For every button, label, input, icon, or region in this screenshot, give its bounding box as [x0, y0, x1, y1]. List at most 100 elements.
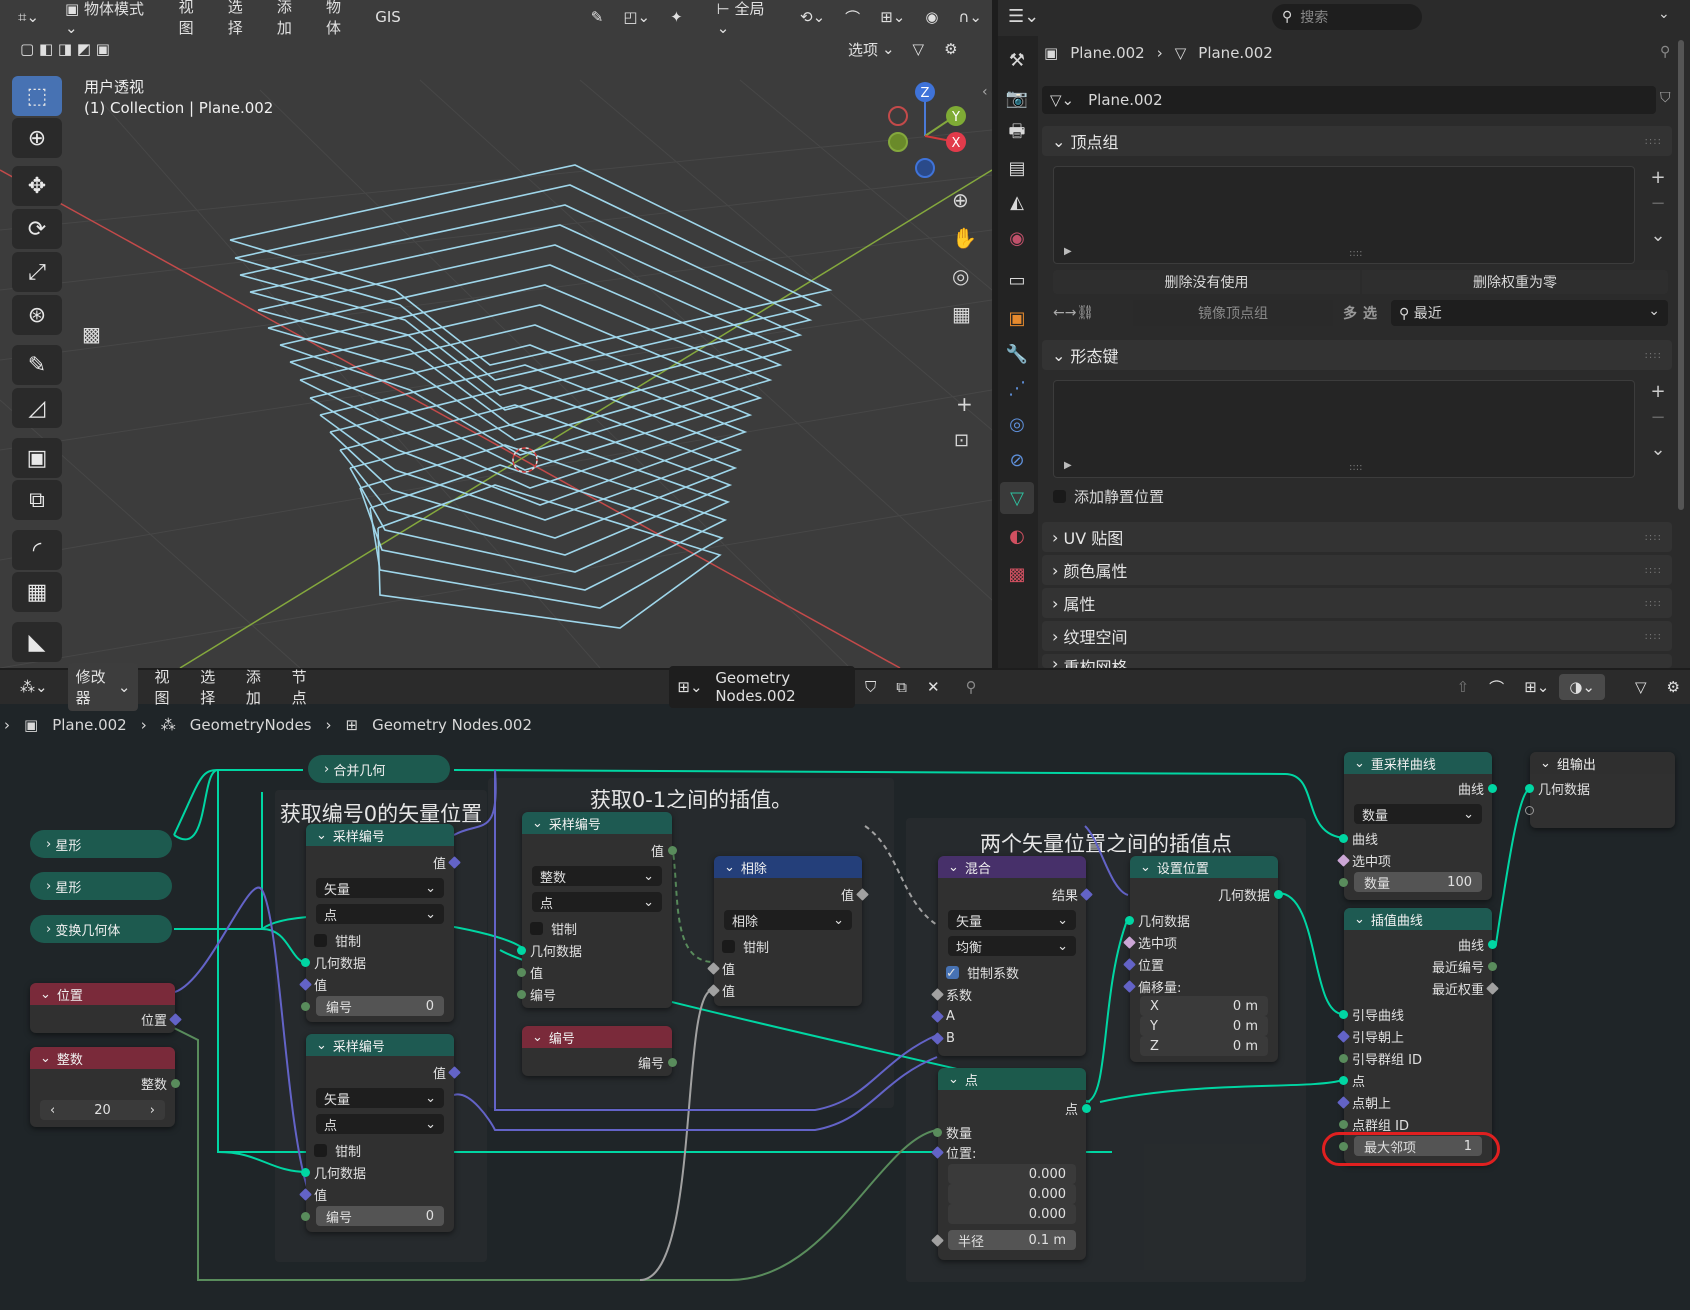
object-tab-icon[interactable]: ▣ [1008, 307, 1026, 329]
math-divide-node[interactable]: ⌄ 相除 值 相除⌄ 钳制 值 值 [707, 856, 869, 1006]
position-x-field[interactable]: 0.000 [948, 1164, 1076, 1184]
menu-select[interactable]: 选择 [200, 668, 216, 707]
cursor-tool[interactable]: ⊕ [12, 118, 62, 158]
vertex-group-menu-icon[interactable]: ⌄ [1650, 224, 1666, 246]
falloff-icon[interactable]: ∩⌄ [958, 8, 982, 26]
vertex-groups-panel-header[interactable]: ⌄ 顶点组:::: [1042, 126, 1672, 156]
integer-value-field[interactable]: ‹20› [40, 1100, 165, 1120]
delete-zero-weight-button[interactable]: 删除权重为零 [1362, 270, 1668, 294]
modifier-wrench-icon[interactable]: 🔧 [1005, 343, 1029, 365]
operation-dropdown[interactable]: 相除⌄ [724, 910, 852, 930]
menu-select[interactable]: 选择 [227, 0, 243, 37]
attributes-panel-header[interactable]: › 属性:::: [1042, 588, 1672, 618]
data-type-dropdown[interactable]: 整数⌄ [532, 866, 662, 886]
clamp-factor-checkbox[interactable]: ✓钳制系数 [946, 965, 1020, 982]
editor-type-icon[interactable]: ⌗⌄ [18, 8, 40, 26]
multi-toggle[interactable]: 多 [1343, 306, 1357, 322]
uv-maps-panel-header[interactable]: › UV 贴图:::: [1042, 522, 1672, 552]
editor-type-icon[interactable]: ⁂⌄ [20, 678, 48, 696]
remove-vertex-group-icon[interactable]: − [1650, 192, 1666, 214]
mirror-vertex-group[interactable]: 镜像顶点组 [1133, 300, 1333, 326]
pivot-icon[interactable]: ✦ [670, 8, 683, 26]
perspective-grid-icon[interactable]: ▦ [952, 302, 971, 326]
pivot-point-icon[interactable]: ⟲⌄ [800, 8, 826, 26]
menu-node[interactable]: 节点 [291, 668, 307, 707]
join-geometry-node[interactable]: › 合并几何 [308, 755, 450, 783]
clamp-checkbox[interactable]: 钳制 [314, 930, 446, 950]
domain-dropdown[interactable]: 点⌄ [532, 892, 662, 912]
image-tool[interactable]: ▦ [12, 572, 62, 612]
collapse-arrow-icon[interactable]: ‹ [982, 84, 988, 100]
properties-scrollbar[interactable] [1678, 40, 1684, 510]
texture-tab-icon[interactable]: ▩ [1008, 563, 1026, 585]
world-tab-icon[interactable]: ◉ [1009, 227, 1025, 249]
transform-tool[interactable]: ⊛ [12, 295, 62, 335]
star-node-2[interactable]: › 星形 [30, 872, 172, 900]
scene-tab-icon[interactable]: ◭ [1010, 191, 1024, 213]
snap-icon[interactable]: ◰⌄ [623, 8, 651, 26]
shape-key-menu-icon[interactable]: ⌄ [1650, 438, 1666, 460]
add-cube-tool[interactable]: ▣ [12, 438, 62, 478]
clamp-checkbox[interactable]: 钳制 [722, 936, 854, 956]
add-rest-position-checkbox[interactable]: 添加静置位置 [1053, 486, 1164, 507]
resample-mode-dropdown[interactable]: 数量⌄ [1354, 804, 1482, 824]
star-node-1[interactable]: › 星形 [30, 830, 172, 858]
snap-grid-icon[interactable]: ⊞⌄ [1524, 678, 1550, 696]
orientation-dropdown[interactable]: ⊢ 全局 ⌄ [716, 0, 765, 37]
scale-tool[interactable]: ⤢ [12, 252, 62, 292]
measure-tool[interactable]: ◿ [12, 388, 62, 428]
domain-dropdown[interactable]: 点⌄ [316, 1114, 444, 1134]
overlay-icon[interactable]: ◑⌄ [1559, 674, 1605, 700]
pin-icon[interactable]: ⚲ [965, 678, 977, 696]
search-field[interactable]: ⚲ 搜索 [1272, 4, 1422, 30]
proportional-edit-icon[interactable]: ◉ [925, 8, 939, 26]
texture-space-panel-header[interactable]: › 纹理空间:::: [1042, 621, 1672, 651]
position-node[interactable]: ⌄ 位置 位置 [30, 983, 182, 1033]
data-tab-icon[interactable]: ▽ [1000, 482, 1034, 514]
remesh-panel-header[interactable]: › 重构网格 [1042, 654, 1672, 668]
arrow-left-right-icon[interactable]: ←→⛓ [1053, 305, 1095, 321]
gear-icon[interactable]: ⚙ [944, 40, 958, 58]
add-vertex-group-icon[interactable]: + [1650, 166, 1666, 188]
color-attributes-panel-header[interactable]: › 颜色属性:::: [1042, 555, 1672, 585]
data-type-dropdown[interactable]: 矢量⌄ [948, 910, 1076, 930]
fake-user-shield-icon[interactable]: ⛉ [865, 678, 877, 696]
node-group-selector[interactable]: ⊞⌄ Geometry Nodes.002 [669, 666, 856, 708]
filter-icon[interactable]: ▽ [1635, 678, 1647, 696]
editor-type-icon[interactable]: ☰⌄ [1008, 6, 1040, 27]
mesh-data-icon[interactable]: ▽⌄ [1050, 91, 1075, 109]
duplicate-icon[interactable]: ⧉ [896, 678, 908, 696]
navigation-gizmo[interactable]: Z Y X [870, 76, 970, 186]
select-mode-icons[interactable]: ▢ ◧ ◨ ◩ ▣ [20, 40, 110, 58]
sample-index-node-3[interactable]: ⌄ 采样编号 值 整数⌄ 点⌄ 钳制 几何数据 值 编号 [517, 812, 677, 1008]
recent-dropdown[interactable]: ⚲ 最近⌄ [1391, 300, 1668, 326]
remove-shape-key-icon[interactable]: − [1650, 406, 1666, 428]
snapping-icon[interactable]: ⌒ [845, 8, 861, 27]
clamp-checkbox[interactable]: 钳制 [314, 1140, 446, 1160]
pin-icon[interactable]: ⚲ [1660, 44, 1671, 60]
annotate-tool[interactable]: ✎ [12, 345, 62, 385]
filter-icon[interactable]: ▽ [912, 40, 925, 58]
frame-selected-icon[interactable]: ⊡ [954, 430, 970, 451]
parent-node-tree-icon[interactable]: ⇧ [1456, 678, 1470, 696]
editor-subtype-dropdown[interactable]: 修改器 ⌄ [67, 663, 139, 711]
domain-dropdown[interactable]: 点⌄ [316, 904, 444, 924]
mesh-name-field[interactable]: ▽⌄ Plane.002 [1042, 86, 1656, 114]
data-type-dropdown[interactable]: 矢量⌄ [316, 1088, 444, 1108]
options-dropdown[interactable]: 选项 ⌄ [847, 40, 895, 59]
checker-icon[interactable]: ▩ [82, 322, 101, 346]
transform-geometry-node[interactable]: › 变换几何体 [30, 915, 172, 943]
constraints-tab-icon[interactable]: ⊘ [1009, 449, 1025, 471]
menu-object[interactable]: 物体 [326, 0, 342, 37]
select-box-tool[interactable]: ⬚ [12, 76, 62, 116]
index-node[interactable]: ⌄ 编号 编号 [522, 1026, 677, 1076]
position-z-field[interactable]: 0.000 [948, 1204, 1076, 1224]
